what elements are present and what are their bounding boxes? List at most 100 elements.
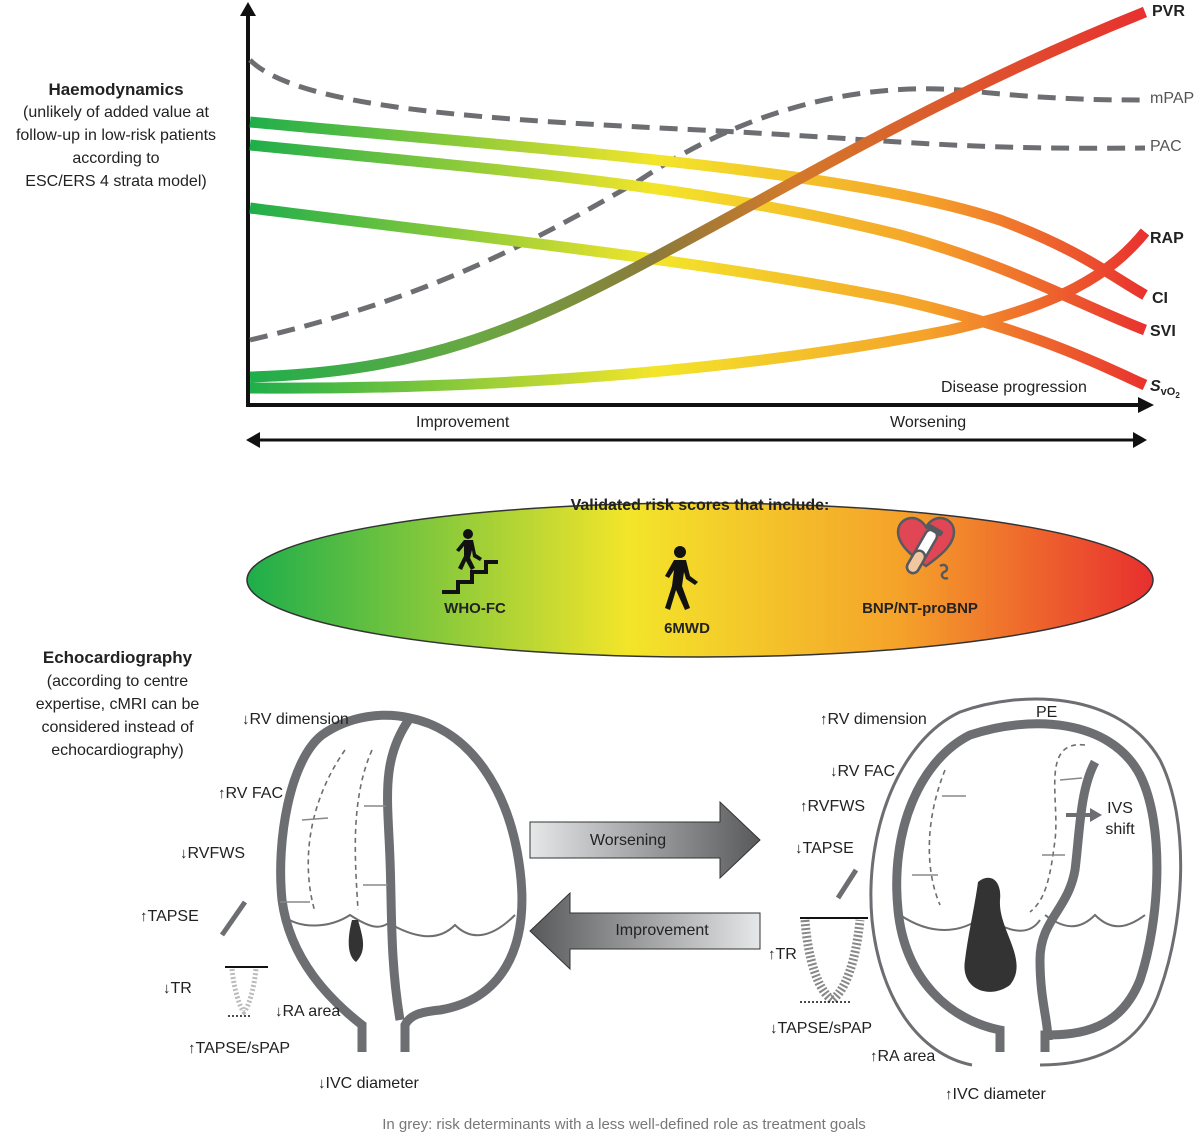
label-pac: PAC <box>1150 138 1182 155</box>
echo-note: (according to centre expertise, cMRI can… <box>0 670 235 762</box>
heart-test-tube-icon <box>896 516 956 580</box>
right-pe-label: PE <box>1036 704 1058 721</box>
improvement-arrow <box>529 891 761 971</box>
x-axis-label: Disease progression <box>941 379 1087 396</box>
curve-pvr <box>249 6 1148 383</box>
curve-svo2 <box>249 202 1148 391</box>
risk-item-bnp: BNP/NT-proBNP <box>862 600 978 617</box>
down-arrow-icon: ↓ <box>770 1020 778 1037</box>
walking-person-icon <box>665 546 698 610</box>
right-rv-dimension: ↑RV dimension <box>820 711 927 728</box>
ivs-label-line: IVS <box>1107 800 1133 817</box>
left-tr-doppler <box>225 966 268 1017</box>
left-rv-fac: ↑RV FAC <box>218 785 283 802</box>
right-heart-outer-wall <box>892 719 1162 1052</box>
stairs-climbing-person-icon <box>442 529 498 594</box>
left-rv-dimension: ↓RV dimension <box>242 711 349 728</box>
label-svo2-sub2: 2 <box>1175 391 1180 400</box>
echo-note-line: expertise, cMRI can be <box>35 696 200 713</box>
echo-note-line: (according to centre <box>46 673 189 690</box>
echo-note-line: considered instead of <box>41 719 194 736</box>
haemodynamics-note-line: follow-up in low-risk patients <box>15 127 217 144</box>
y-axis-arrowhead <box>240 2 256 16</box>
left-heart-valves <box>281 913 516 938</box>
left-tapse-arrow <box>219 900 248 937</box>
right-tapse-arrow <box>835 868 859 900</box>
label-mpap: mPAP <box>1150 90 1195 107</box>
curve-rap <box>249 228 1150 394</box>
right-heart-septum <box>1035 759 1100 1041</box>
haemodynamics-note: (unlikely of added value at follow-up in… <box>0 101 232 193</box>
up-arrow-icon: ↑ <box>188 1040 196 1057</box>
left-rvfws: ↓RVFWS <box>180 845 245 862</box>
left-heart-septum <box>383 715 414 1021</box>
haemodynamics-chart <box>240 2 1154 448</box>
down-arrow-icon: ↓ <box>318 1075 326 1092</box>
down-arrow-icon: ↓ <box>163 980 171 997</box>
echo-note-line: echocardiography) <box>51 742 184 759</box>
up-arrow-icon: ↑ <box>140 908 148 925</box>
up-arrow-icon: ↑ <box>800 798 808 815</box>
haemodynamics-note-line: ESC/ERS 4 strata model) <box>25 173 207 190</box>
right-ivs-shift-label: IVS shift <box>1092 798 1148 840</box>
left-ivc-diameter: ↓IVC diameter <box>318 1075 419 1092</box>
down-arrow-icon: ↓ <box>830 763 838 780</box>
improvement-arrow-label: Improvement <box>615 922 709 939</box>
left-heart-diagram <box>219 710 527 1052</box>
down-arrow-icon: ↓ <box>275 1003 283 1020</box>
risk-title: Validated risk scores that include: <box>570 497 830 514</box>
right-heart-rv-contour <box>928 744 1086 913</box>
label-rap: RAP <box>1150 230 1184 247</box>
range-arrow-right-head <box>1133 432 1147 448</box>
down-arrow-icon: ↓ <box>242 711 250 728</box>
label-svo2-sub: vO <box>1160 386 1176 398</box>
left-tapse: ↑TAPSE <box>140 908 199 925</box>
left-tapse-spap: ↑TAPSE/sPAP <box>188 1040 291 1057</box>
up-arrow-icon: ↑ <box>768 946 776 963</box>
right-tapse: ↓TAPSE <box>795 840 854 857</box>
range-arrow-left-head <box>246 432 260 448</box>
risk-item-who-fc: WHO-FC <box>444 600 506 617</box>
right-ivc-diameter: ↑IVC diameter <box>945 1086 1046 1103</box>
curve-mpap <box>249 86 1146 343</box>
risk-score-band <box>246 502 1154 658</box>
label-ci: CI <box>1152 290 1168 307</box>
right-rvfws: ↑RVFWS <box>800 798 865 815</box>
up-arrow-icon: ↑ <box>820 711 828 728</box>
right-heart-pericardium <box>869 697 1183 1067</box>
right-heart-diagram <box>800 697 1183 1067</box>
down-arrow-icon: ↓ <box>795 840 803 857</box>
x-axis-arrowhead <box>1138 397 1154 413</box>
range-improvement-label: Improvement <box>416 414 510 431</box>
curve-pac <box>248 58 1146 151</box>
right-tr-doppler <box>800 917 868 1006</box>
ivs-label-line: shift <box>1105 821 1135 838</box>
echo-title: Echocardiography <box>42 648 193 667</box>
haemodynamics-title: Haemodynamics <box>48 80 184 99</box>
up-arrow-icon: ↑ <box>945 1086 953 1103</box>
label-svo2-main: S <box>1150 378 1161 395</box>
right-ra-area: ↑RA area <box>870 1048 936 1065</box>
up-arrow-icon: ↑ <box>218 785 226 802</box>
curve-ci <box>249 116 1148 300</box>
up-arrow-icon: ↑ <box>870 1048 878 1065</box>
left-ra-area: ↓RA area <box>275 1003 341 1020</box>
right-tapse-spap: ↓TAPSE/sPAP <box>770 1020 873 1037</box>
footer-note: In grey: risk determinants with a less w… <box>382 1116 866 1133</box>
right-tr: ↑TR <box>768 946 797 963</box>
range-worsening-label: Worsening <box>890 414 967 431</box>
label-svo2: SvO2 <box>1150 378 1180 400</box>
left-heart-rv-contour <box>307 749 373 913</box>
right-heart-ra-blob <box>964 877 1017 992</box>
right-rv-fac: ↓RV FAC <box>830 763 895 780</box>
label-pvr: PVR <box>1152 3 1185 20</box>
left-tr: ↓TR <box>163 980 192 997</box>
right-heart-valves <box>899 913 1146 932</box>
worsening-arrow-label: Worsening <box>589 832 667 849</box>
label-svi: SVI <box>1150 323 1176 340</box>
haemodynamics-note-line: (unlikely of added value at <box>23 104 209 121</box>
left-heart-ra-blob <box>348 920 364 962</box>
risk-item-6mwd: 6MWD <box>664 620 710 637</box>
haemodynamics-note-line: according to <box>72 150 160 167</box>
